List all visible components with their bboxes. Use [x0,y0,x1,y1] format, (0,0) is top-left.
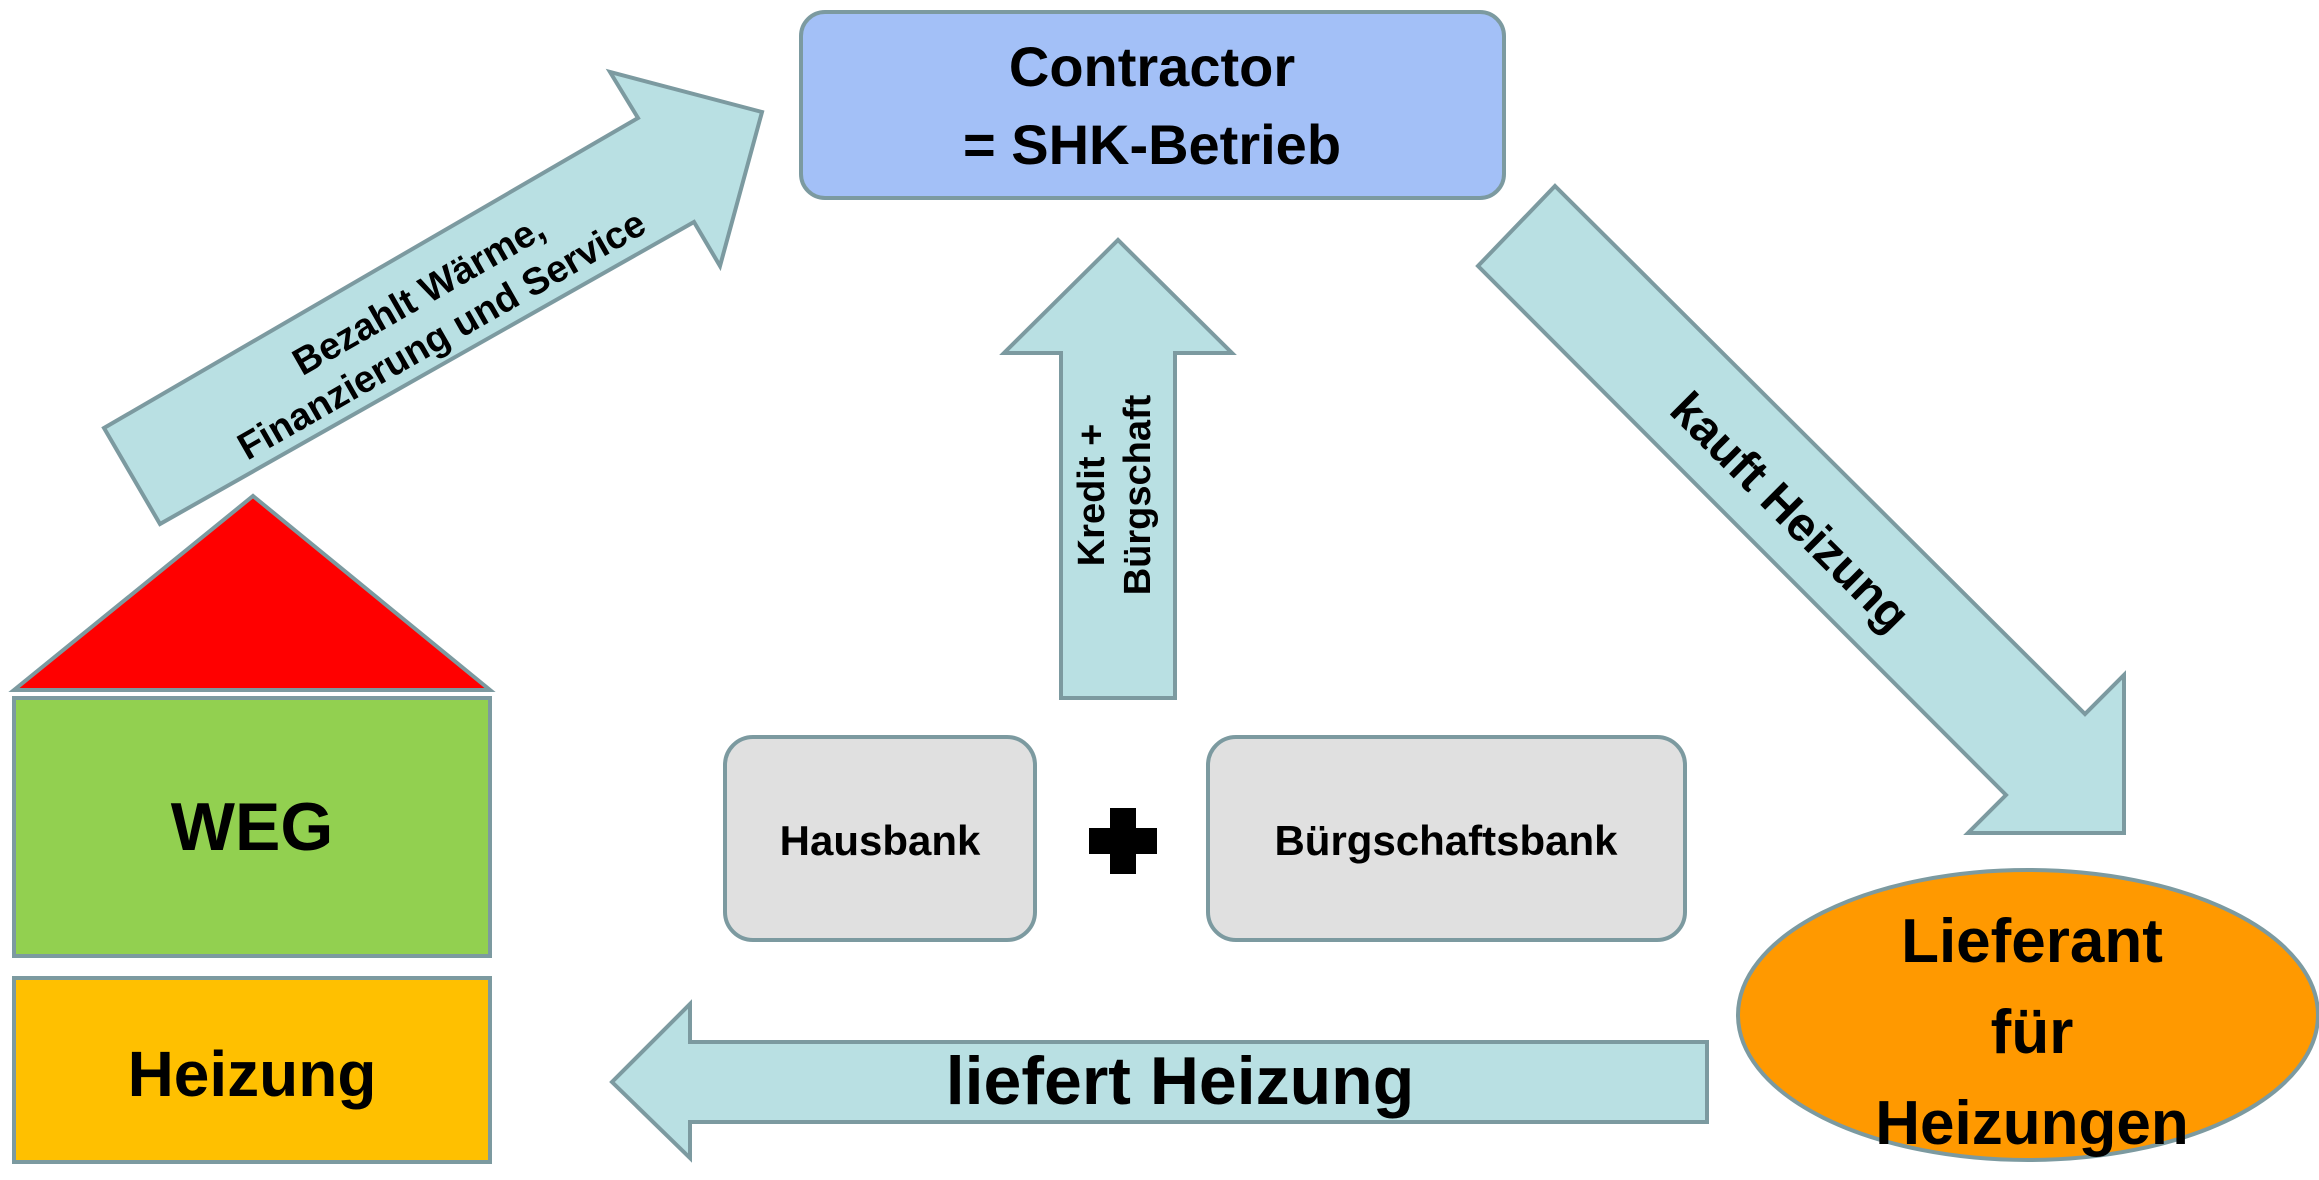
heizung-label: Heizung [128,1038,377,1110]
contractor-box-shape [799,10,1506,200]
contractor-box: Contractor = SHK-Betrieb [799,10,1506,200]
arrow-delivers-shape [609,999,1709,1163]
arrow-credit-label-line2: Bürgschaft [1117,394,1159,595]
arrow-delivers-label: liefert Heizung [946,1043,1415,1119]
contractor-subtitle: = SHK-Betrieb [963,113,1341,176]
arrow-pays-shape [101,68,765,527]
buergschaftsbank-box-shape [1206,735,1687,942]
arrow-delivers: liefert Heizung [609,999,1709,1163]
plus-icon-vertical [1110,808,1136,874]
buergschaftsbank-box: Bürgschaftsbank [1206,735,1687,942]
lieferant-line3: Heizungen [1875,1089,2188,1158]
lieferant-line1: Lieferant [1901,907,2163,976]
hausbank-label: Hausbank [780,817,981,864]
hausbank-box: Hausbank [723,735,1037,942]
house-roof [8,493,496,692]
arrow-credit-shape [999,237,1237,700]
heizung-box [12,976,492,1164]
arrow-credit: Kredit + Bürgschaft [999,237,1237,700]
house: WEG Heizung [8,493,496,1164]
lieferant-ellipse: Lieferant für Heizungen [1736,868,2319,1162]
weg-box [12,696,492,958]
contractor-title: Contractor [1009,35,1295,98]
arrow-pays: Bezahlt Wärme, Finanzierung und Service [101,68,765,527]
arrow-buys-shape [1475,183,2126,835]
lieferant-ellipse-shape [1736,868,2319,1162]
plus-icon [1089,808,1157,874]
weg-label: WEG [171,789,333,865]
buergschaftsbank-label: Bürgschaftsbank [1274,817,1618,864]
hausbank-box-shape [723,735,1037,942]
arrow-credit-label-line1: Kredit + [1071,424,1113,567]
lieferant-line2: für [1991,998,2074,1067]
